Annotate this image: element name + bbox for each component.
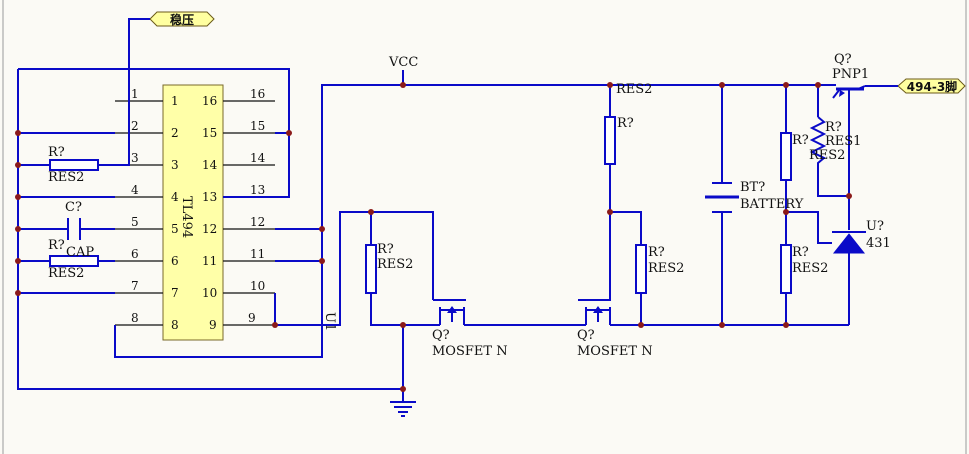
mosfet-q1 bbox=[433, 299, 466, 325]
res2-label-mid: RES2 bbox=[648, 261, 684, 276]
pin-num: 2 bbox=[171, 126, 179, 140]
pin-num: 4 bbox=[171, 190, 179, 204]
r-label-pin3: R? bbox=[48, 145, 65, 160]
mosfet-q2 bbox=[578, 299, 611, 325]
pin-num: 15 bbox=[250, 119, 265, 133]
res2-label-top: RES2 bbox=[616, 82, 652, 97]
pin-num: 12 bbox=[202, 222, 217, 236]
pin-num: 5 bbox=[171, 222, 179, 236]
res2-label-div-bot: RES2 bbox=[792, 261, 828, 276]
pin-num: 8 bbox=[131, 311, 139, 325]
r-label-res1: R? bbox=[825, 120, 842, 135]
u431-label: 431 bbox=[866, 236, 891, 251]
pin-num: 6 bbox=[131, 247, 139, 261]
pin-num: 16 bbox=[202, 94, 217, 108]
q2-label: Q? bbox=[577, 328, 595, 343]
r-label-gate: R? bbox=[377, 242, 394, 257]
battery bbox=[705, 182, 739, 213]
pin-num: 13 bbox=[202, 190, 217, 204]
pin-num: 9 bbox=[248, 311, 256, 325]
pin-num: 5 bbox=[131, 215, 139, 229]
res2-label-pin3: RES2 bbox=[48, 170, 84, 185]
u-label: U? bbox=[866, 219, 884, 234]
cap-label: CAP bbox=[66, 245, 94, 260]
r-label-mid: R? bbox=[648, 245, 665, 260]
pin-num: 15 bbox=[202, 126, 217, 140]
resistor-divider-bottom bbox=[780, 244, 792, 294]
vcc-label: VCC bbox=[388, 55, 418, 70]
res2-label-res1: RES2 bbox=[809, 148, 845, 163]
pin-num: 7 bbox=[171, 286, 179, 300]
ic-designator: U1 bbox=[322, 312, 337, 331]
ic-body bbox=[162, 84, 224, 341]
port-494-pin3-label: 494-3脚 bbox=[907, 79, 957, 94]
pin-num: 4 bbox=[131, 183, 139, 197]
tl431-shunt bbox=[832, 231, 866, 254]
ic-inner-left-numbers: 1 2 3 4 5 6 7 8 bbox=[171, 94, 179, 332]
r-label-pin6: R? bbox=[48, 238, 65, 253]
pin-num: 11 bbox=[202, 254, 217, 268]
pin-num: 7 bbox=[131, 279, 139, 293]
resistor-pin3 bbox=[49, 159, 99, 171]
pin-num: 1 bbox=[171, 94, 179, 108]
r-label-div-bot: R? bbox=[792, 245, 809, 260]
resistor-res1-zigzag bbox=[809, 116, 827, 168]
pin-num: 10 bbox=[202, 286, 217, 300]
ic-outer-left-numbers: 1 2 3 4 5 6 7 8 bbox=[131, 87, 139, 325]
res2-label-pin6: RES2 bbox=[48, 266, 84, 281]
ic-outer-right-numbers: 16 15 14 13 12 11 10 9 bbox=[248, 87, 266, 325]
resistor-divider-top bbox=[780, 132, 792, 181]
pin-num: 3 bbox=[171, 158, 179, 172]
pin-num: 1 bbox=[131, 87, 139, 101]
q1-label: Q? bbox=[432, 328, 450, 343]
port-regulator: 稳压 bbox=[149, 11, 215, 27]
q1-type: MOSFET N bbox=[432, 344, 508, 359]
pnp-transistor bbox=[832, 85, 866, 101]
pin-num: 13 bbox=[250, 183, 265, 197]
pin-num: 12 bbox=[250, 215, 265, 229]
r-label-div-top: R? bbox=[792, 133, 809, 148]
pin-num: 8 bbox=[171, 318, 179, 332]
res2-label-gate: RES2 bbox=[377, 257, 413, 272]
port-regulator-label: 稳压 bbox=[170, 12, 194, 27]
pin-num: 2 bbox=[131, 119, 139, 133]
pin-num: 14 bbox=[202, 158, 218, 172]
resistor-mid bbox=[635, 244, 647, 294]
ic-pins-left bbox=[115, 100, 163, 326]
q2-type: MOSFET N bbox=[577, 344, 653, 359]
ground-symbol bbox=[390, 401, 416, 417]
res1-label: RES1 bbox=[825, 134, 861, 149]
r-label-top: R? bbox=[617, 116, 634, 131]
pin-num: 14 bbox=[250, 151, 266, 165]
resistor-gate bbox=[365, 244, 377, 294]
ic-pins-right bbox=[223, 100, 275, 326]
ic-name: TL494 bbox=[179, 196, 194, 238]
pin-num: 9 bbox=[209, 318, 217, 332]
ic-inner-right-numbers: 16 15 14 13 12 11 10 9 bbox=[202, 94, 218, 332]
pin-num: 10 bbox=[250, 279, 265, 293]
ic-tl494: TL494 U1 bbox=[162, 84, 337, 341]
port-494-pin3: 494-3脚 bbox=[897, 78, 966, 94]
resistor-pin6 bbox=[49, 255, 99, 267]
resistor-top-mid bbox=[604, 116, 616, 165]
bt-label: BT? bbox=[740, 180, 765, 195]
battery-label: BATTERY bbox=[740, 197, 804, 212]
pnp1-label: PNP1 bbox=[832, 67, 869, 82]
q-label-pnp: Q? bbox=[834, 52, 852, 67]
pin-num: 11 bbox=[250, 247, 265, 261]
pin-num: 3 bbox=[131, 151, 139, 165]
capacitor bbox=[67, 218, 81, 240]
pin-num: 6 bbox=[171, 254, 179, 268]
junctions bbox=[15, 82, 852, 392]
pin-num: 16 bbox=[250, 87, 265, 101]
c-label: C? bbox=[65, 200, 82, 215]
